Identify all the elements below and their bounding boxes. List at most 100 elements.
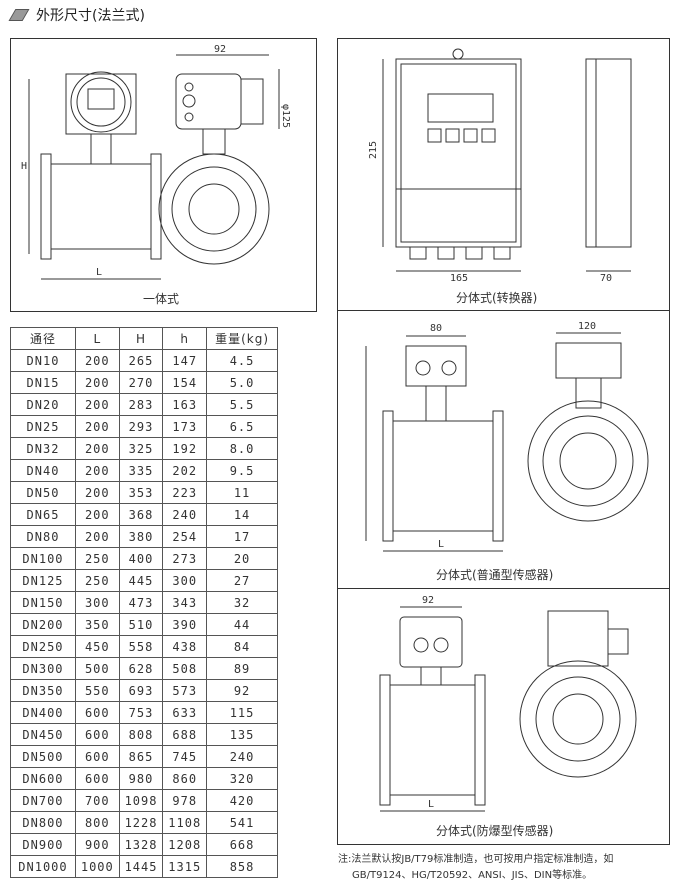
section-title: 外形尺寸(法兰式) bbox=[8, 5, 145, 25]
title-marker-icon bbox=[8, 9, 30, 21]
table-cell: 192 bbox=[162, 437, 208, 460]
column-header: 重量(kg) bbox=[206, 327, 278, 350]
table-cell: 273 bbox=[162, 547, 208, 570]
table-cell: DN300 bbox=[10, 657, 76, 680]
table-cell: 200 bbox=[74, 437, 120, 460]
table-cell: 900 bbox=[74, 833, 120, 856]
table-cell: 380 bbox=[118, 525, 164, 548]
table-cell: 32 bbox=[206, 591, 278, 614]
table-cell: DN32 bbox=[10, 437, 76, 460]
table-cell: 240 bbox=[162, 503, 208, 526]
table-cell: 320 bbox=[206, 767, 278, 790]
table-cell: 350 bbox=[74, 613, 120, 636]
table-cell: 550 bbox=[74, 679, 120, 702]
table-cell: DN200 bbox=[10, 613, 76, 636]
table-cell: 283 bbox=[118, 393, 164, 416]
table-cell: 254 bbox=[162, 525, 208, 548]
caption-integrated: 一体式 bbox=[143, 292, 179, 306]
table-cell: DN15 bbox=[10, 371, 76, 394]
table-cell: 1000 bbox=[74, 855, 120, 878]
table-cell: 154 bbox=[162, 371, 208, 394]
table-cell: 1208 bbox=[162, 833, 208, 856]
table-cell: 250 bbox=[74, 569, 120, 592]
dim-width: 165 bbox=[450, 273, 468, 284]
table-cell: 4.5 bbox=[206, 349, 278, 372]
column-header: L bbox=[74, 327, 120, 350]
table-cell: 1098 bbox=[118, 789, 164, 812]
table-cell: DN500 bbox=[10, 745, 76, 768]
table-cell: 668 bbox=[206, 833, 278, 856]
table-cell: DN80 bbox=[10, 525, 76, 548]
table-cell: 628 bbox=[118, 657, 164, 680]
table-cell: 858 bbox=[206, 855, 278, 878]
table-cell: 163 bbox=[162, 393, 208, 416]
table-cell: 438 bbox=[162, 635, 208, 658]
dim-width: 92 bbox=[214, 44, 226, 55]
table-cell: DN50 bbox=[10, 481, 76, 504]
table-cell: DN400 bbox=[10, 701, 76, 724]
table-cell: 510 bbox=[118, 613, 164, 636]
table-cell: 20 bbox=[206, 547, 278, 570]
table-cell: 8.0 bbox=[206, 437, 278, 460]
table-cell: 978 bbox=[162, 789, 208, 812]
caption-explosion-sensor: 分体式(防爆型传感器) bbox=[436, 823, 553, 838]
dim-L: L bbox=[96, 267, 102, 278]
dim-width: 92 bbox=[422, 595, 434, 606]
table-cell: 200 bbox=[74, 371, 120, 394]
table-cell: 200 bbox=[74, 503, 120, 526]
table-cell: 200 bbox=[74, 393, 120, 416]
table-cell: 265 bbox=[118, 349, 164, 372]
table-cell: 325 bbox=[118, 437, 164, 460]
table-cell: 368 bbox=[118, 503, 164, 526]
table-cell: 445 bbox=[118, 569, 164, 592]
table-cell: 753 bbox=[118, 701, 164, 724]
table-cell: 600 bbox=[74, 745, 120, 768]
flange-note: 注:法兰默认按JB/T79标准制造，也可按用户指定标准制造，如 GB/T9124… bbox=[338, 852, 613, 884]
table-cell: 135 bbox=[206, 723, 278, 746]
table-cell: DN10 bbox=[10, 349, 76, 372]
table-cell: 1315 bbox=[162, 855, 208, 878]
dim-H: H bbox=[21, 161, 27, 172]
caption-converter: 分体式(转换器) bbox=[456, 290, 537, 305]
panel-integrated: 92 φ125 H L 一体式 bbox=[10, 38, 317, 312]
panel-sensor: 80 120 L 分体式(普通型传感器) bbox=[337, 310, 670, 589]
table-cell: 1445 bbox=[118, 855, 164, 878]
caption-sensor: 分体式(普通型传感器) bbox=[436, 567, 553, 582]
table-cell: 115 bbox=[206, 701, 278, 724]
table-cell: 1228 bbox=[118, 811, 164, 834]
table-cell: 200 bbox=[74, 415, 120, 438]
table-cell: 600 bbox=[74, 701, 120, 724]
table-cell: 688 bbox=[162, 723, 208, 746]
column-header: H bbox=[118, 327, 164, 350]
dim-height: 215 bbox=[368, 141, 379, 159]
table-cell: 541 bbox=[206, 811, 278, 834]
table-cell: 5.5 bbox=[206, 393, 278, 416]
table-cell: 1328 bbox=[118, 833, 164, 856]
table-cell: 200 bbox=[74, 525, 120, 548]
table-cell: DN800 bbox=[10, 811, 76, 834]
table-cell: 293 bbox=[118, 415, 164, 438]
converter-head bbox=[65, 73, 137, 135]
table-cell: DN150 bbox=[10, 591, 76, 614]
dim-depth: 70 bbox=[600, 273, 612, 284]
table-cell: 473 bbox=[118, 591, 164, 614]
column-header: 通径 bbox=[10, 327, 76, 350]
table-cell: 1108 bbox=[162, 811, 208, 834]
table-cell: 390 bbox=[162, 613, 208, 636]
table-cell: 573 bbox=[162, 679, 208, 702]
table-cell: 558 bbox=[118, 635, 164, 658]
table-cell: 420 bbox=[206, 789, 278, 812]
table-cell: 240 bbox=[206, 745, 278, 768]
